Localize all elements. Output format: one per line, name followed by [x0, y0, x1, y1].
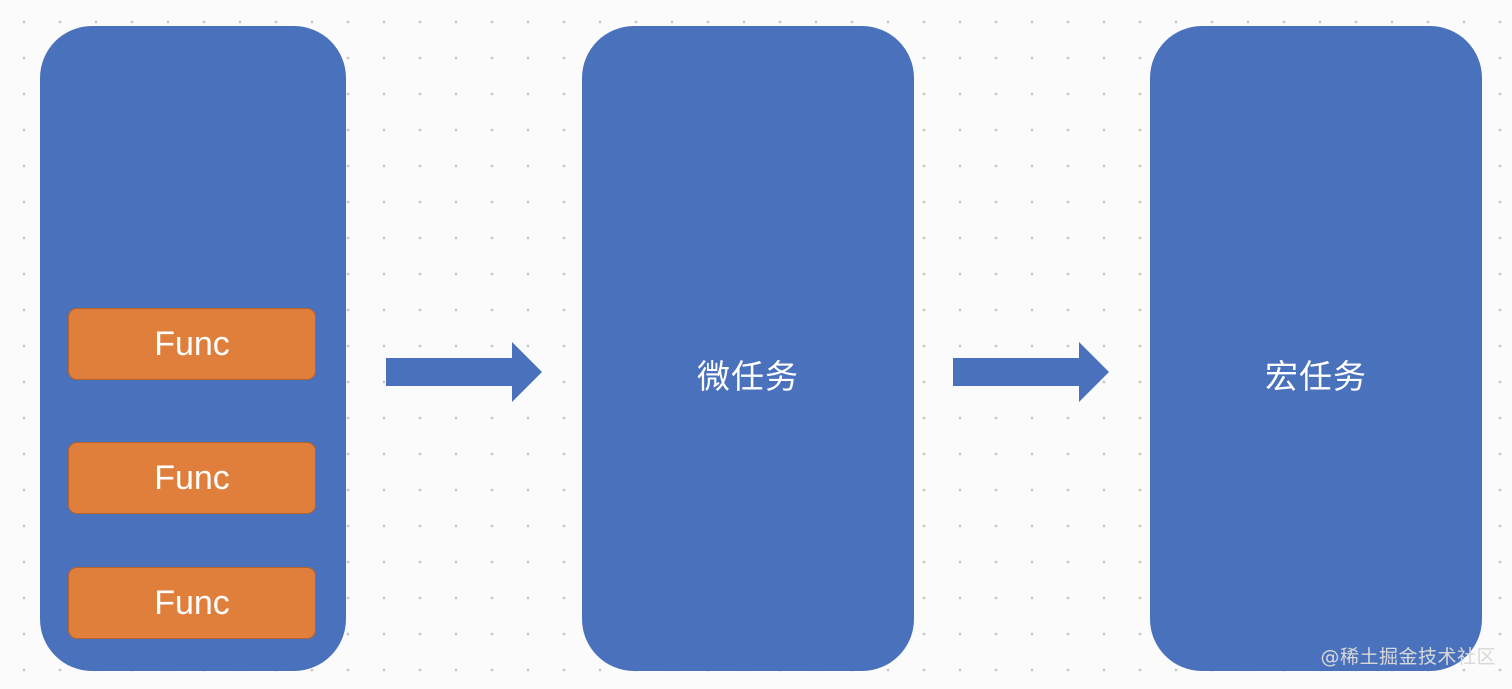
arrow-right-icon: [953, 342, 1109, 402]
macrotask-label: 宏任务: [1265, 357, 1367, 396]
microtask-panel: 微任务: [582, 26, 914, 671]
func-block: Func: [68, 567, 316, 639]
func-label: Func: [154, 324, 230, 363]
macrotask-panel: 宏任务: [1150, 26, 1482, 671]
func-block: Func: [68, 308, 316, 380]
watermark: @稀土掘金技术社区: [1320, 646, 1496, 668]
func-block: Func: [68, 442, 316, 514]
func-label: Func: [154, 458, 230, 497]
call-stack-panel: Func Func Func: [40, 26, 346, 671]
arrow-right-icon: [386, 342, 542, 402]
func-label: Func: [154, 583, 230, 622]
microtask-label: 微任务: [697, 357, 799, 396]
